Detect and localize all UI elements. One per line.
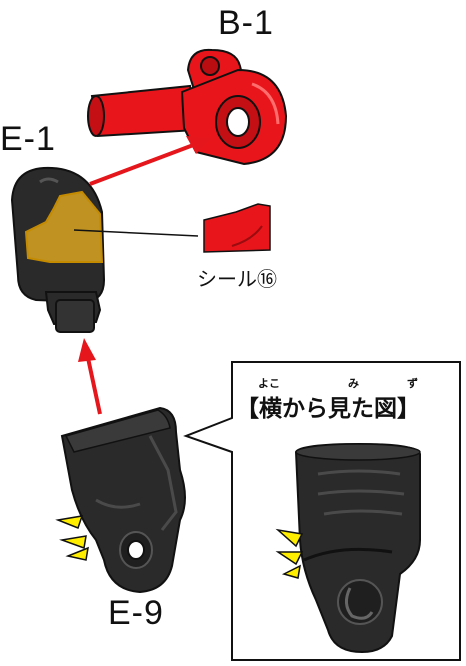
side-view-title: 【横から見た図】 bbox=[236, 396, 420, 422]
label-e9: E-9 bbox=[108, 594, 164, 632]
label-e1: E-1 bbox=[0, 120, 56, 158]
label-seal-16: シール⑯ bbox=[197, 267, 277, 291]
ruby-yoko: よこ bbox=[258, 377, 280, 390]
part-e1 bbox=[10, 166, 106, 333]
ruby-zu: ず bbox=[407, 377, 418, 390]
ruby-mi: み bbox=[348, 377, 359, 390]
leader-line bbox=[73, 229, 199, 237]
part-e9 bbox=[60, 406, 186, 594]
attention-marks-e9 bbox=[55, 515, 89, 561]
arrow-e9-to-e1 bbox=[78, 338, 102, 415]
label-b1: B-1 bbox=[218, 4, 274, 42]
arrow-e1-to-b1 bbox=[89, 136, 212, 186]
part-e9-side-view bbox=[294, 442, 421, 654]
seal-16 bbox=[203, 203, 271, 253]
attention-marks-side bbox=[275, 528, 304, 579]
